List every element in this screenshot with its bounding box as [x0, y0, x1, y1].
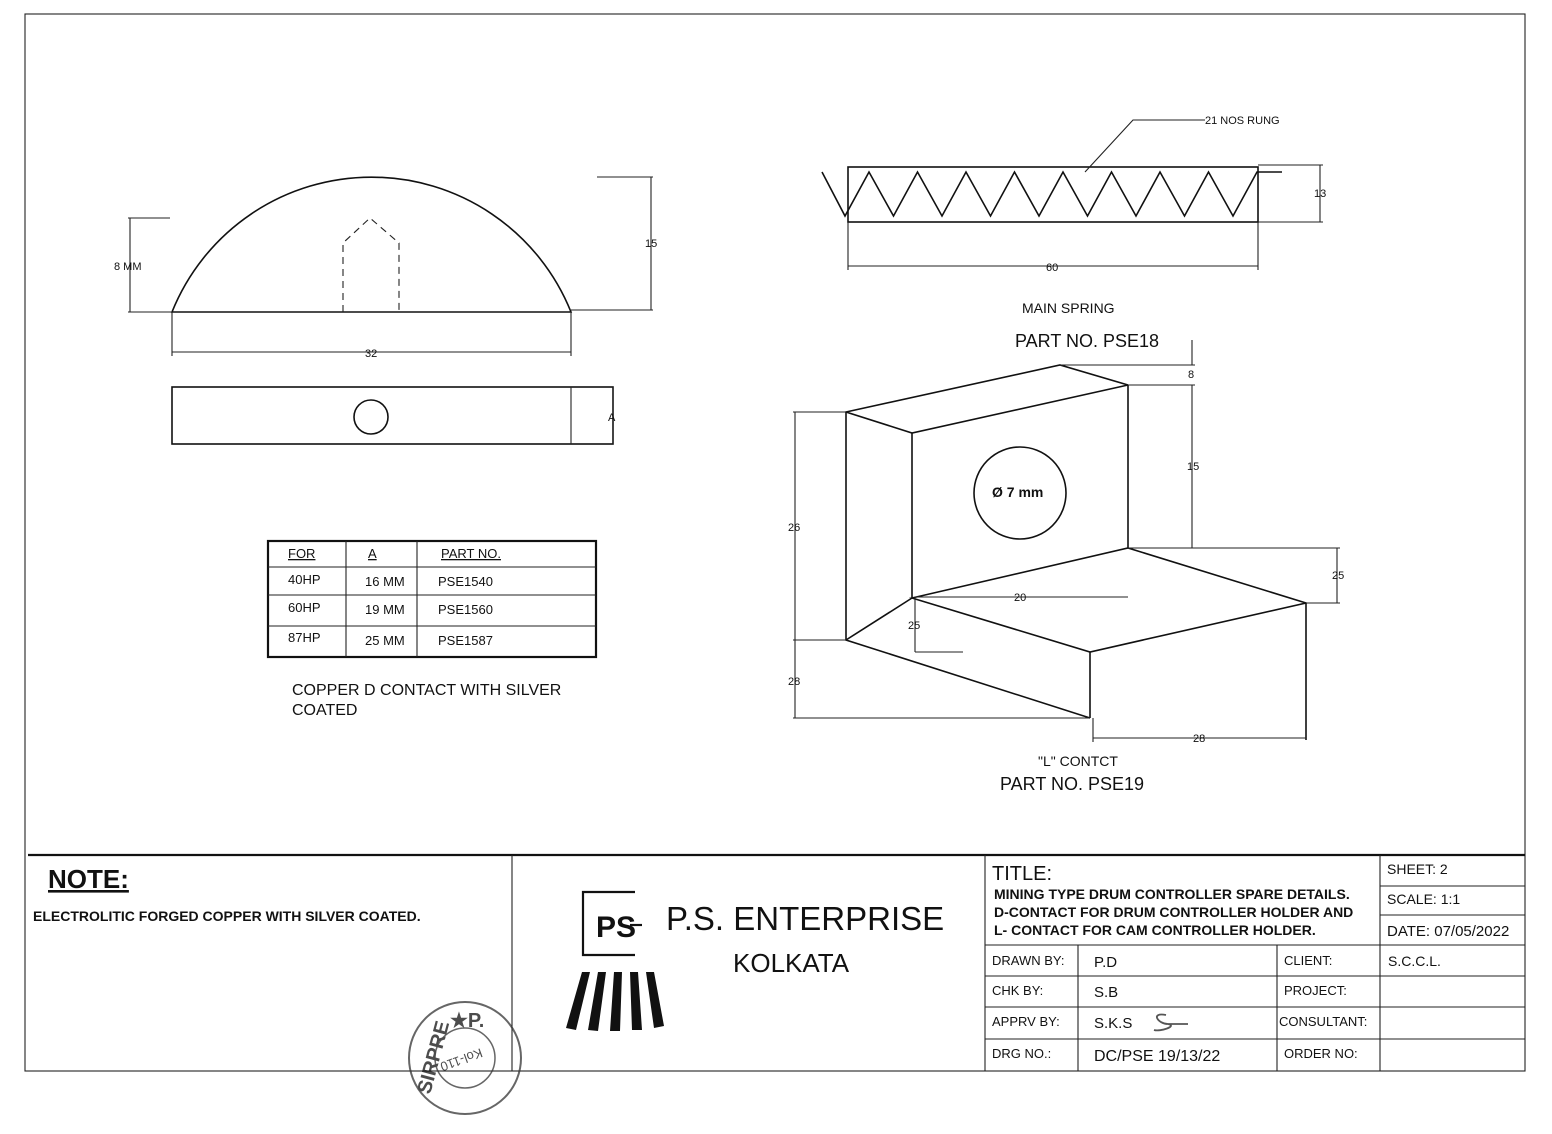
label: 8 [1188, 369, 1194, 381]
chk-by: S.B [1094, 984, 1118, 1001]
table-cell: 87HP [288, 630, 321, 645]
label: 26 [788, 522, 800, 534]
label: PART NO. [441, 546, 501, 561]
label: 20 [1014, 592, 1026, 604]
main-spring-part-no: PART NO. PSE18 [1015, 331, 1159, 351]
drg-no: DC/PSE 19/13/22 [1094, 1048, 1220, 1065]
label: 25 [1332, 570, 1344, 582]
company-logo: PS [566, 890, 664, 1031]
label: 28 [1193, 733, 1205, 745]
rung-label: 21 NOS RUNG [1205, 115, 1280, 127]
d-contact-side-view: A [171, 386, 616, 445]
label: FOR [288, 546, 315, 561]
dim-8mm: 8 MM [114, 261, 142, 273]
scale: SCALE: 1:1 [1387, 891, 1460, 907]
table-cell: PSE1587 [438, 633, 493, 648]
l-contact-part-no: PART NO. PSE19 [1000, 774, 1144, 794]
label: PS [596, 911, 636, 944]
title-line: D-CONTACT FOR DRUM CONTROLLER HOLDER AND [994, 904, 1353, 920]
company-city: KOLKATA [733, 948, 850, 978]
sheet: SHEET: 2 [1387, 861, 1448, 877]
title-line: L- CONTACT FOR CAM CONTROLLER HOLDER. [994, 922, 1316, 938]
label: 15 [1187, 461, 1199, 473]
label: ORDER NO: [1284, 1046, 1358, 1061]
d-contact-caption: COPPER D CONTACT WITH SILVER [292, 682, 561, 699]
table-cell: 60HP [288, 600, 321, 615]
title-line: MINING TYPE DRUM CONTROLLER SPARE DETAIL… [994, 886, 1350, 902]
drawn-by: P.D [1094, 954, 1117, 971]
hole-diameter: Ø 7 mm [992, 484, 1043, 500]
note-heading: NOTE: [48, 864, 129, 894]
client: S.C.C.L. [1388, 953, 1441, 969]
spring-coil [821, 170, 1282, 218]
part-table: FOR A PART NO. 40HP 16 MM PSE1540 60HP 1… [266, 539, 598, 659]
dim-60: 60 [1046, 262, 1058, 274]
d-contact-caption-2: COATED [292, 702, 357, 719]
dim-32: 32 [365, 348, 377, 360]
title-block: NOTE: ELECTROLITIC FORGED COPPER WITH SI… [28, 853, 1525, 1071]
label: 25 [908, 620, 920, 632]
table-cell: 25 MM [365, 633, 405, 648]
label: A [368, 546, 377, 561]
label: DRAWN BY: [992, 953, 1064, 968]
table-cell: 19 MM [365, 602, 405, 617]
label: APPRV BY: [992, 1014, 1060, 1029]
label: CONSULTANT: [1279, 1014, 1367, 1029]
d-contact-front-view: 8 MM 15 32 [114, 176, 657, 360]
label: 28 [788, 676, 800, 688]
sheet-border [24, 13, 1526, 1072]
label: PROJECT: [1284, 983, 1347, 998]
table-cell: PSE1540 [438, 574, 493, 589]
svg-text:★P.: ★P. [450, 1010, 484, 1032]
title-label: TITLE: [992, 863, 1052, 885]
signature [1153, 1013, 1188, 1032]
note-text: ELECTROLITIC FORGED COPPER WITH SILVER C… [33, 908, 421, 924]
table-cell: 16 MM [365, 574, 405, 589]
company-stamp: SIRPRE ★P. Kol-110 [408, 1001, 522, 1115]
l-contact: Ø 7 mm 8 15 25 26 28 20 25 28 [788, 340, 1344, 745]
dim-a: A [608, 412, 616, 424]
main-spring-caption: MAIN SPRING [1022, 300, 1115, 316]
label: CLIENT: [1284, 953, 1332, 968]
table-cell: PSE1560 [438, 602, 493, 617]
l-contact-caption: "L" CONTCT [1038, 753, 1118, 769]
dim-15: 15 [645, 238, 657, 250]
apprv-by: S.K.S [1094, 1015, 1132, 1032]
main-spring: 21 NOS RUNG 13 60 [821, 115, 1326, 274]
date: DATE: 07/05/2022 [1387, 923, 1509, 940]
dim-13: 13 [1314, 188, 1326, 200]
table-cell: 40HP [288, 572, 321, 587]
label: CHK BY: [992, 983, 1043, 998]
label: DRG NO.: [992, 1046, 1051, 1061]
company-name: P.S. ENTERPRISE [666, 900, 944, 937]
